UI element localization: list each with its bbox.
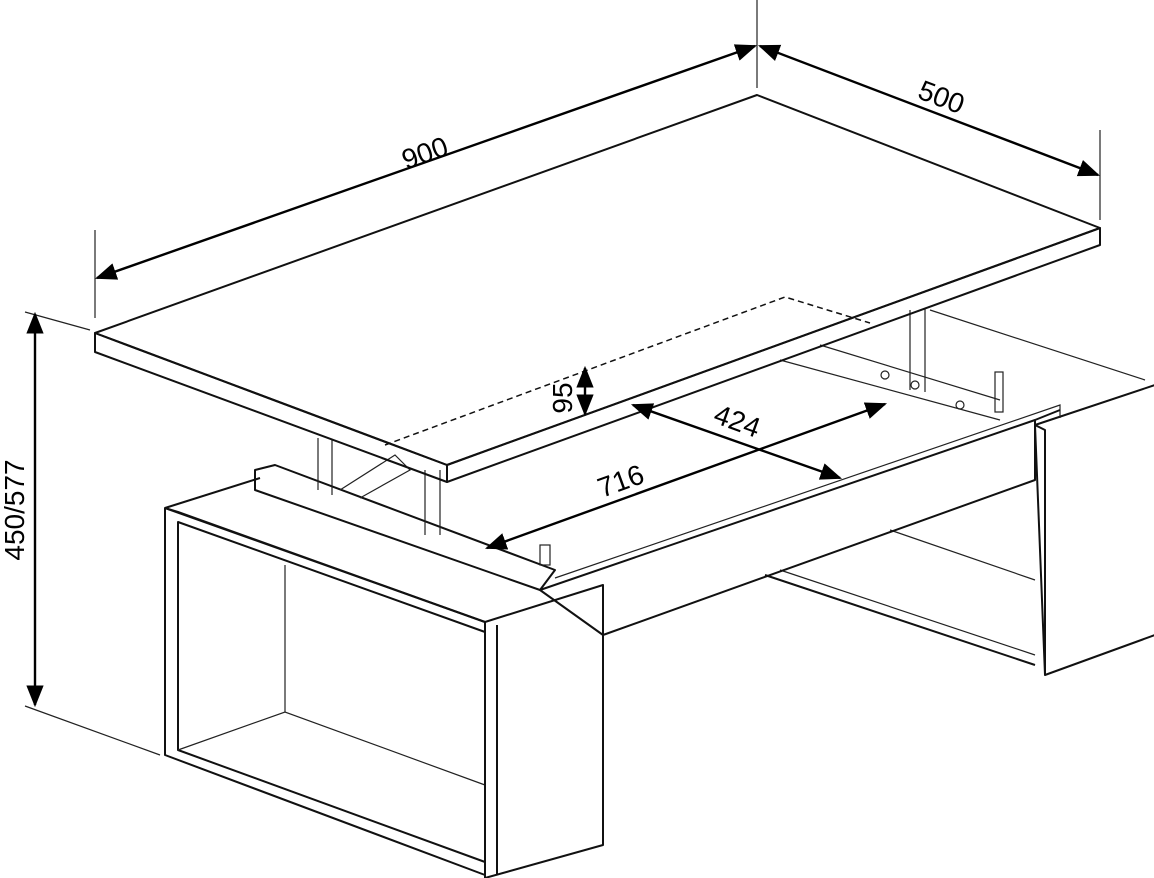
depth-label: 500 [914, 74, 969, 120]
table-top [94, 94, 1101, 483]
length-dimension-arrow [94, 44, 758, 280]
opening-length-label: 716 [593, 459, 648, 504]
lift-mechanism [254, 308, 1004, 591]
lowered-top-outline [384, 296, 871, 446]
length-label: 900 [398, 131, 452, 176]
opening-length-arrow [484, 402, 888, 550]
front-rail [539, 404, 1061, 636]
depth-dimension-arrow [757, 44, 1101, 177]
left-end-block [164, 477, 604, 878]
right-end-block [764, 309, 1154, 676]
opening-depth-label: 424 [710, 399, 765, 444]
height-label: 450/577 [0, 459, 30, 560]
lift-label: 95 [547, 382, 578, 413]
